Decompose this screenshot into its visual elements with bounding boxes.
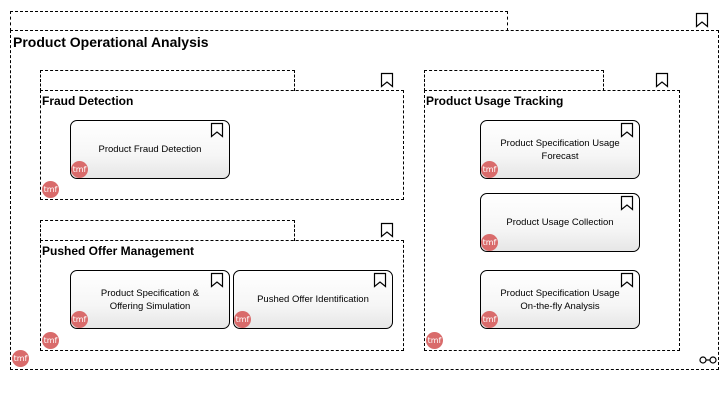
card-product-fraud-detection[interactable]: Product Fraud Detection bbox=[70, 120, 230, 179]
card-label: Product Usage Collection bbox=[506, 217, 614, 228]
card-label: Product Fraud Detection bbox=[98, 144, 202, 155]
card-pushed-offer-identification[interactable]: Pushed Offer Identification bbox=[233, 270, 393, 329]
bookmark-icon bbox=[380, 222, 394, 238]
tmf-badge: tmf bbox=[71, 161, 88, 178]
card-label: Product Specification & Offering Simulat… bbox=[100, 287, 200, 312]
root-frame bbox=[10, 30, 719, 370]
tmf-badge: tmf bbox=[481, 161, 498, 178]
bookmark-icon bbox=[210, 272, 224, 288]
card-label: Product Specification Usage Forecast bbox=[500, 137, 620, 162]
product-usage-tracking-group bbox=[424, 90, 680, 351]
fraud-detection-title: Fraud Detection bbox=[42, 94, 134, 108]
root-title: Product Operational Analysis bbox=[13, 34, 209, 50]
bookmark-icon bbox=[620, 122, 634, 138]
tmf-badge: tmf bbox=[481, 311, 498, 328]
offer-group-tab bbox=[40, 220, 295, 241]
product-usage-tracking-title: Product Usage Tracking bbox=[426, 94, 564, 108]
bookmark-icon bbox=[620, 272, 634, 288]
card-product-usage-collection[interactable]: Product Usage Collection bbox=[480, 193, 640, 252]
tmf-badge: tmf bbox=[71, 311, 88, 328]
bookmark-icon bbox=[695, 12, 709, 28]
card-product-specification-usage-on-the-fly-analysis[interactable]: Product Specification Usage On-the-fly A… bbox=[480, 270, 640, 329]
root-frame-tab bbox=[10, 11, 508, 31]
tmf-badge: tmf bbox=[42, 181, 59, 198]
pushed-offer-management-group bbox=[40, 240, 404, 351]
bookmark-icon bbox=[380, 72, 394, 88]
tmf-badge: tmf bbox=[12, 350, 29, 367]
pushed-offer-management-title: Pushed Offer Management bbox=[42, 244, 195, 258]
card-product-specification-usage-forecast[interactable]: Product Specification Usage Forecast bbox=[480, 120, 640, 179]
link-icon bbox=[699, 352, 717, 370]
tmf-badge: tmf bbox=[481, 234, 498, 251]
bookmark-icon bbox=[210, 122, 224, 138]
card-label: Product Specification Usage On-the-fly A… bbox=[500, 287, 620, 312]
tmf-badge: tmf bbox=[426, 332, 443, 349]
bookmark-icon bbox=[620, 195, 634, 211]
tmf-badge: tmf bbox=[234, 311, 251, 328]
fraud-group-tab bbox=[40, 70, 295, 91]
fraud-detection-group bbox=[40, 90, 404, 200]
tmf-badge: tmf bbox=[42, 332, 59, 349]
bookmark-icon bbox=[655, 72, 669, 88]
card-label: Pushed Offer Identification bbox=[257, 294, 369, 305]
bookmark-icon bbox=[373, 272, 387, 288]
usage-group-tab bbox=[424, 70, 604, 91]
card-product-specification-offering-simulation[interactable]: Product Specification & Offering Simulat… bbox=[70, 270, 230, 329]
